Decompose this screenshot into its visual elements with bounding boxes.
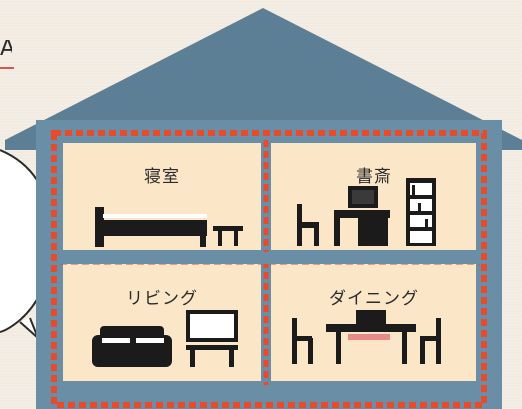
room-label-dining: ダイニング (274, 284, 474, 309)
floor-divider (60, 252, 480, 264)
room-label-study: 書斎 (274, 162, 474, 187)
room-label-living: リビング (62, 284, 262, 309)
bubble-partial-text: A (0, 40, 12, 56)
room-label-bedroom: 寝室 (62, 162, 262, 187)
